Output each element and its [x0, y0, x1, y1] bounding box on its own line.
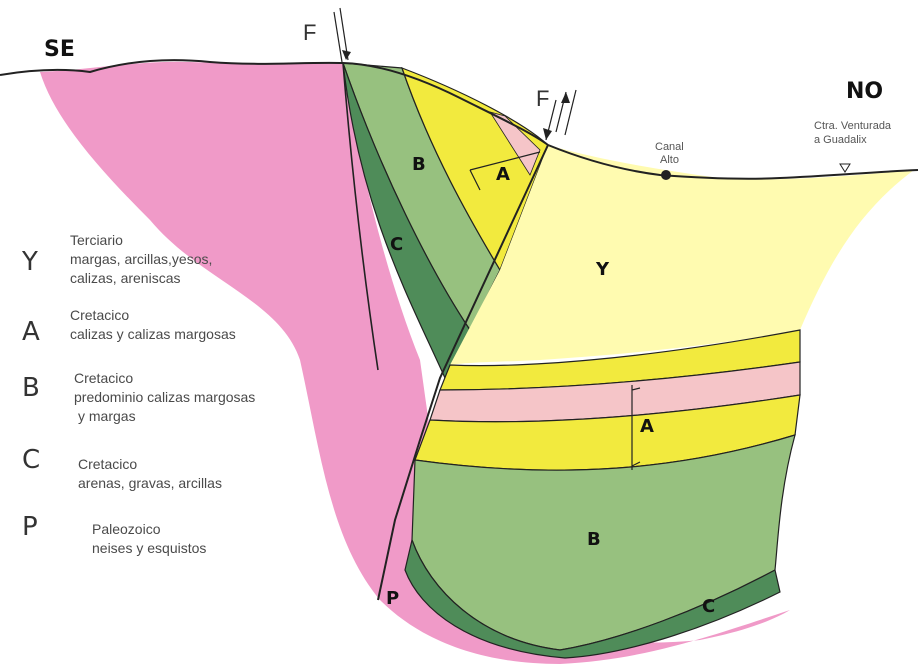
legend-letter-p: P [22, 512, 38, 542]
legend-text-a-2: calizas y calizas margosas [70, 326, 236, 342]
label-p: P [386, 588, 399, 609]
legend-text-b-2: predominio calizas margosas [74, 389, 255, 405]
legend-text-a-1: Cretacico [70, 307, 129, 323]
legend-text-p-2: neises y esquistos [92, 540, 206, 556]
label-a-lower: A [640, 416, 654, 437]
legend-letter-c: C [22, 445, 40, 475]
legend-text-c-1: Cretacico [78, 456, 137, 472]
canal-point [661, 170, 671, 180]
fault-label-right: F [536, 86, 549, 111]
label-c-upper: C [390, 234, 403, 255]
legend-item-p: P Paleozoico neises y esquistos [22, 512, 206, 556]
legend-item-b: B Cretacico predominio calizas margosas … [22, 370, 255, 424]
legend: Y Terciario margas, arcillas,yesos, cali… [21, 232, 255, 556]
road-marker [840, 164, 850, 172]
legend-letter-y: Y [21, 247, 38, 277]
legend-letter-b: B [22, 373, 40, 403]
direction-no: NO [846, 79, 883, 104]
legend-text-p-1: Paleozoico [92, 521, 161, 537]
legend-text-c-2: arenas, gravas, arcillas [78, 475, 222, 491]
road-label-1: Ctra. Venturada [814, 120, 892, 132]
fault-label-left: F [303, 20, 316, 45]
legend-text-b-1: Cretacico [74, 370, 133, 386]
label-b-lower: B [587, 529, 601, 550]
legend-text-y-3: calizas, areniscas [70, 270, 181, 286]
legend-item-a: A Cretacico calizas y calizas margosas [22, 307, 236, 347]
canal-label-1: Canal [655, 141, 684, 153]
label-b-upper: B [412, 154, 426, 175]
legend-text-y-2: margas, arcillas,yesos, [70, 251, 212, 267]
label-c-lower: C [702, 596, 715, 617]
legend-letter-a: A [22, 317, 40, 347]
legend-text-y-1: Terciario [70, 232, 123, 248]
road-label-2: a Guadalix [814, 134, 867, 146]
legend-item-c: C Cretacico arenas, gravas, arcillas [22, 445, 222, 491]
direction-se: SE [44, 37, 75, 62]
legend-text-b-3: y margas [78, 408, 136, 424]
canal-label-2: Alto [660, 154, 679, 166]
fault-arrows-left [334, 8, 351, 62]
label-a-upper: A [496, 164, 510, 185]
label-y: Y [595, 259, 610, 280]
